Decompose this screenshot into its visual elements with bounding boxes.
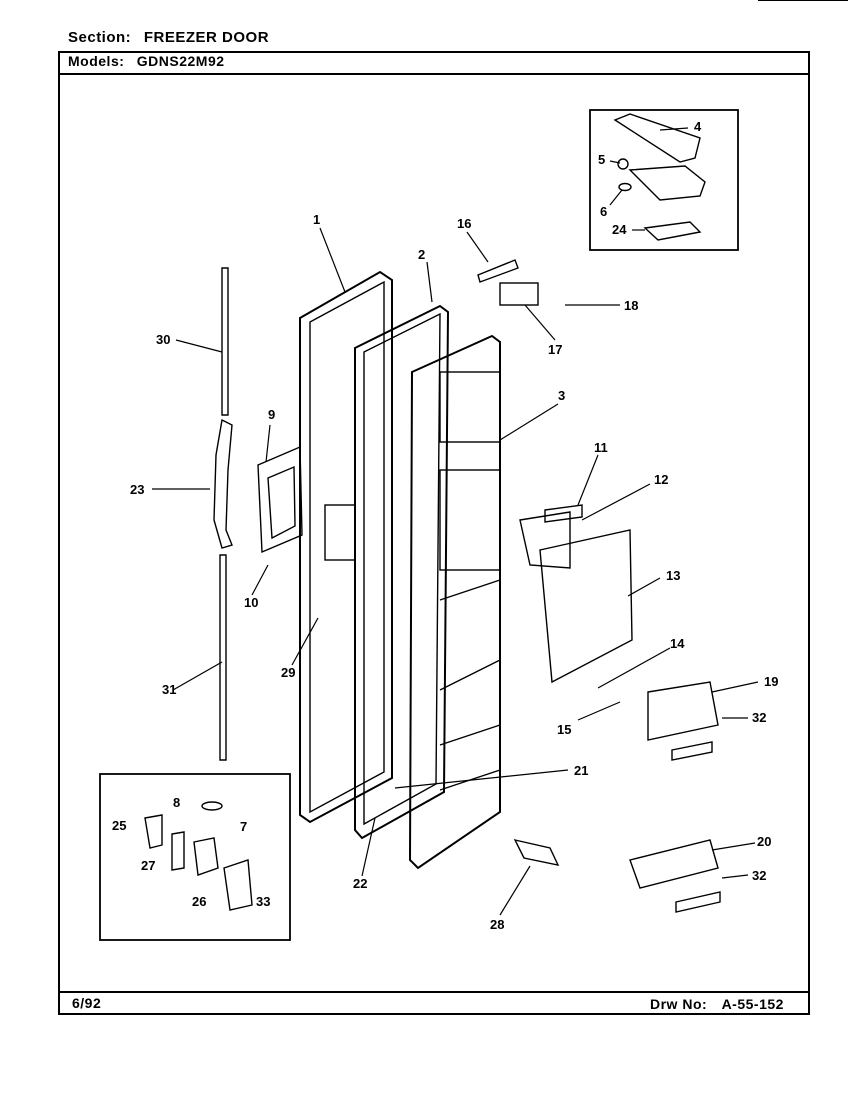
models-value: GDNS22M92	[136, 53, 225, 69]
dispenser-trim-frame	[257, 445, 303, 554]
door-panel-inner-edge	[309, 280, 385, 814]
dispenser-spring	[544, 504, 583, 523]
models-divider	[58, 73, 810, 75]
section-label: Section:	[68, 29, 132, 46]
door-gasket	[354, 304, 450, 840]
callout-23: 23	[130, 482, 144, 497]
callout-9: 9	[268, 407, 275, 422]
hinge-inset-box	[589, 109, 739, 251]
callout-33: 33	[256, 894, 270, 909]
bin-trim-lower	[675, 891, 721, 913]
callout-27: 27	[141, 858, 155, 873]
drawing-label: Drw No:	[650, 996, 708, 1012]
lower-hinge-cover-33	[223, 859, 253, 911]
drawing-number: A-55-152	[721, 996, 784, 1012]
callout-11: 11	[594, 440, 608, 455]
lower-hinge-shim-27	[171, 831, 185, 871]
callout-19: 19	[764, 674, 778, 689]
callout-32-lower: 32	[752, 868, 766, 883]
top-edge-line	[758, 0, 848, 1]
callout-2: 2	[418, 247, 425, 262]
lower-hinge-inset-box	[99, 773, 291, 941]
handle-lower-rod	[219, 554, 227, 761]
large-door-bin	[629, 839, 719, 889]
liner-upper-shelf	[439, 371, 501, 443]
footer-drawing: Drw No: A-55-152	[650, 996, 784, 1012]
door-outer-panel	[299, 270, 393, 824]
callout-7: 7	[240, 819, 247, 834]
lower-hinge-bracket-26	[193, 837, 219, 876]
hinge-shim	[643, 221, 702, 241]
hinge-washer	[618, 182, 632, 192]
drawing-frame	[58, 51, 810, 1015]
liner-shelf-ribs	[439, 579, 501, 791]
door-handle	[213, 418, 233, 549]
footer-date: 6/92	[72, 995, 102, 1011]
callout-13: 13	[666, 568, 680, 583]
callout-22: 22	[353, 876, 367, 891]
section-value: FREEZER DOOR	[143, 29, 270, 46]
dispenser-housing	[539, 529, 633, 684]
callout-5: 5	[598, 152, 605, 167]
leader-lines	[152, 127, 759, 916]
door-label-plate	[324, 504, 356, 561]
door-liner	[408, 334, 501, 870]
models-label: Models:	[68, 53, 125, 69]
liner-dispenser-opening	[439, 469, 501, 571]
cam-bracket	[499, 282, 539, 306]
models-header: Models: GDNS22M92	[68, 53, 225, 69]
callout-32-upper: 32	[752, 710, 766, 725]
dispenser-chute	[519, 511, 571, 569]
callout-28: 28	[490, 917, 504, 932]
bin-trim-upper	[671, 741, 713, 761]
callout-24: 24	[612, 222, 627, 237]
small-door-bin	[647, 681, 719, 741]
top-hinge-cover	[613, 113, 701, 163]
top-hinge-plate	[628, 165, 706, 201]
callout-26: 26	[192, 894, 206, 909]
dispenser-trim-insert	[267, 465, 296, 540]
door-stop	[513, 838, 560, 866]
callout-29: 29	[281, 665, 295, 680]
callout-16: 16	[457, 216, 471, 231]
callout-4: 4	[694, 119, 702, 134]
lower-hinge-washer-8	[201, 801, 223, 811]
callout-15: 15	[557, 722, 571, 737]
callout-25: 25	[112, 818, 126, 833]
callout-12: 12	[654, 472, 668, 487]
handle-upper-rod	[221, 267, 229, 416]
callout-21: 21	[574, 763, 588, 778]
callout-30: 30	[156, 332, 170, 347]
callout-20: 20	[757, 834, 771, 849]
callout-31: 31	[162, 682, 176, 697]
section-header: Section: FREEZER DOOR	[68, 29, 269, 46]
footer-divider	[58, 991, 810, 993]
hinge-pin	[617, 158, 629, 170]
callout-6: 6	[600, 204, 607, 219]
lower-hinge-part-25	[144, 814, 163, 849]
door-cam	[477, 259, 519, 283]
callout-10: 10	[244, 595, 258, 610]
callout-18: 18	[624, 298, 638, 313]
gasket-inner-edge	[363, 312, 441, 826]
callout-14: 14	[670, 636, 685, 651]
callout-8: 8	[173, 795, 180, 810]
callout-17: 17	[548, 342, 562, 357]
callout-1: 1	[313, 212, 320, 227]
callout-3: 3	[558, 388, 565, 403]
